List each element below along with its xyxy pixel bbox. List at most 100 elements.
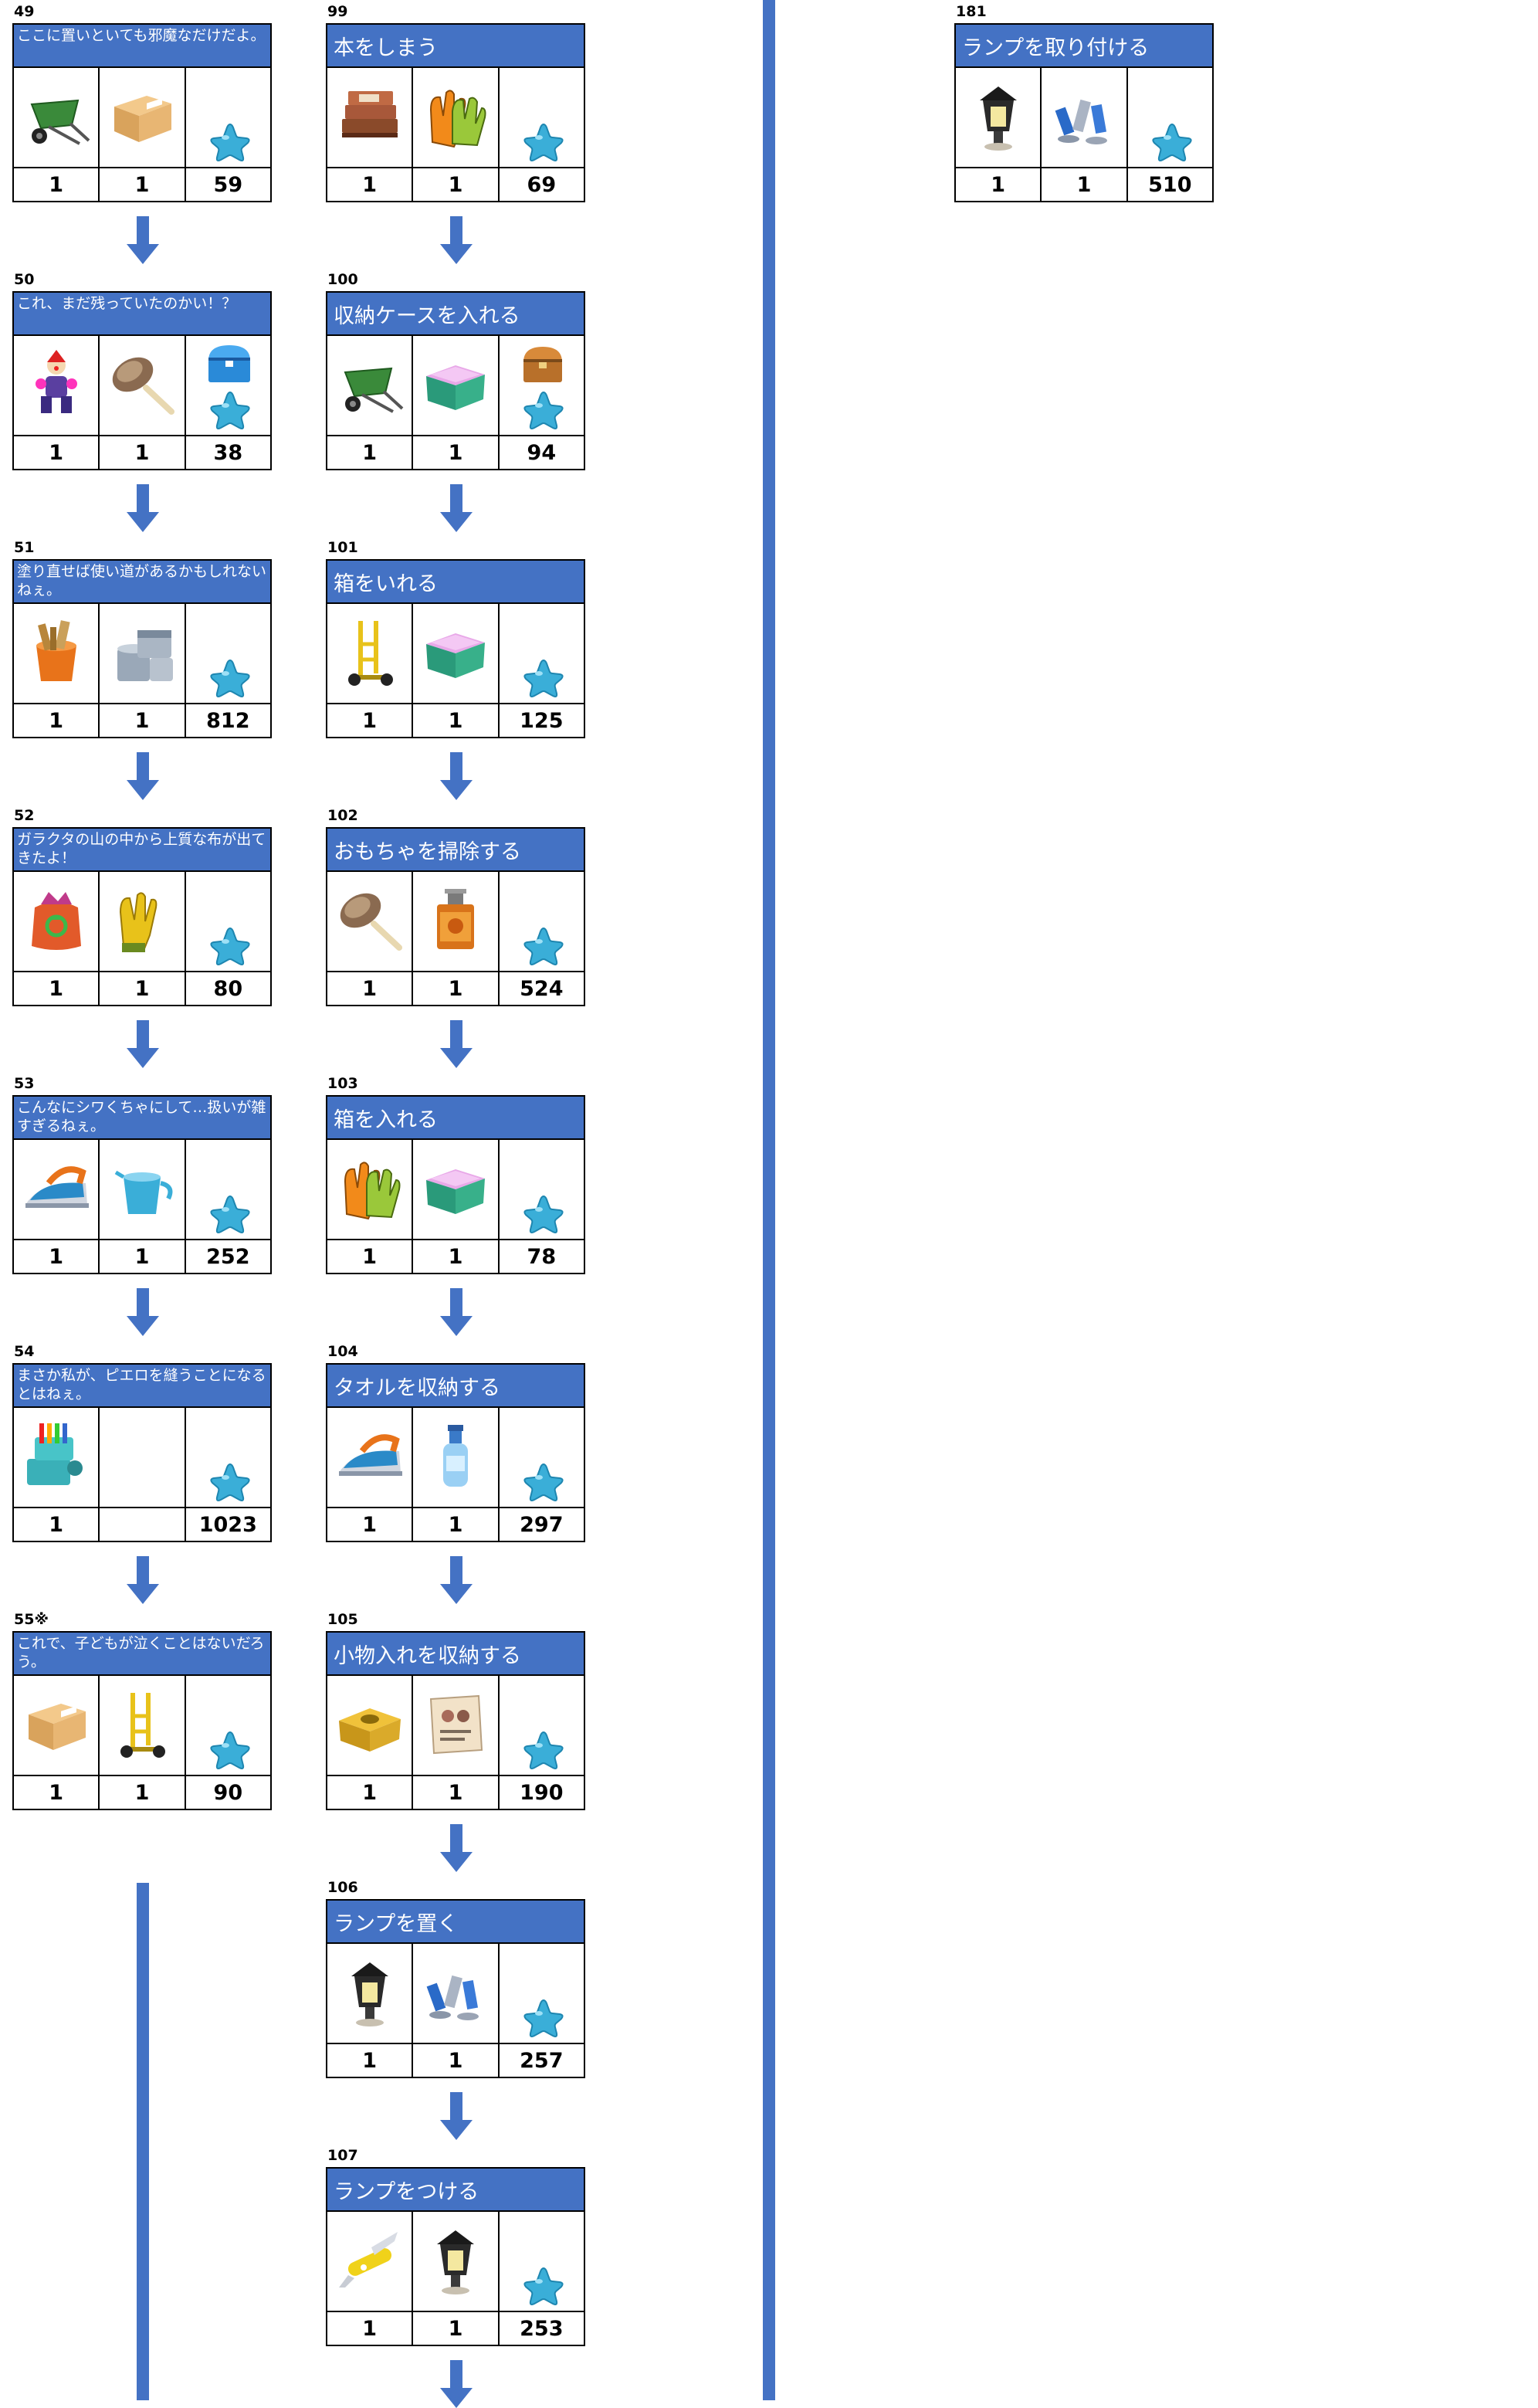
item-cell [100, 1676, 186, 1775]
reward-value: 78 [527, 1244, 557, 1269]
item-count: 1 [327, 1776, 414, 1809]
item-count: 1 [413, 436, 500, 469]
item-count: 1 [327, 436, 414, 469]
item-count: 1 [100, 1776, 186, 1809]
flow-arrow [127, 1556, 159, 1604]
wheelbarrow-icon [331, 345, 408, 426]
item-cell [100, 872, 186, 971]
hand-truck-icon [103, 1685, 181, 1765]
steam-iron-icon [18, 1149, 95, 1229]
reward-value: 190 [520, 1780, 564, 1805]
reward-value: 510 [1148, 172, 1192, 197]
star-icon [210, 927, 250, 965]
flow-arrow [440, 1288, 473, 1336]
item-cell [327, 68, 414, 167]
reward-cell [186, 604, 270, 703]
item-images-row [327, 1944, 584, 2044]
star-icon [523, 391, 564, 429]
screws-icon [1045, 77, 1123, 158]
item-cell [14, 1408, 100, 1507]
quest-title: これで、子どもが泣くことはないだろう。 [14, 1633, 270, 1676]
quest-number: 104 [327, 1343, 358, 1360]
screws-icon [417, 1953, 494, 2033]
item-count: 1 [413, 1508, 500, 1541]
reward-value: 59 [213, 172, 243, 197]
item-images-row [327, 1408, 584, 1508]
flow-arrow [440, 484, 473, 532]
quest-title: 塗り直せば使い道があるかもしれないねぇ。 [14, 561, 270, 604]
item-cell [14, 336, 100, 435]
item-cell [14, 1676, 100, 1775]
item-count: 1 [100, 1240, 186, 1273]
reward-value: 90 [213, 1780, 243, 1805]
item-cell [327, 604, 414, 703]
reward-cell [186, 1408, 270, 1507]
star-icon [523, 2267, 564, 2305]
flow-arrow [440, 216, 473, 264]
item-images-row [327, 872, 584, 972]
item-cell [14, 604, 100, 703]
item-cell [100, 68, 186, 167]
storage-case-icon [417, 613, 494, 694]
star-icon [210, 1463, 250, 1501]
reward-cell [500, 604, 584, 703]
reward-cell [500, 2212, 584, 2311]
item-cell [100, 1408, 186, 1507]
item-cell [956, 68, 1042, 167]
item-count: 1 [413, 1240, 500, 1273]
star-icon [1152, 123, 1192, 161]
item-count: 1 [100, 168, 186, 201]
star-icon [523, 1463, 564, 1501]
item-cell [14, 872, 100, 971]
wooden-treasure-chest-icon [523, 347, 562, 382]
reward-cell [186, 1676, 270, 1775]
reward-value: 524 [520, 976, 564, 1001]
item-cell [327, 872, 414, 971]
item-count: 1 [413, 168, 500, 201]
item-images-row [327, 1140, 584, 1240]
hand-truck-icon [331, 613, 408, 694]
reward-value: 69 [527, 172, 557, 197]
yellow-gloves-icon [103, 881, 181, 962]
item-count: 1 [100, 704, 186, 737]
quest-number: 51 [14, 539, 35, 556]
item-images-row [14, 872, 270, 972]
reward-value: 297 [520, 1512, 564, 1537]
quest-title: ここに置いといても邪魔なだけだよ。 [14, 25, 270, 68]
item-cell [413, 336, 500, 435]
reward-cell [500, 1140, 584, 1239]
item-images-row [14, 336, 270, 436]
item-cell [100, 1140, 186, 1239]
item-count: 1 [327, 972, 414, 1005]
clown-toy-icon [18, 345, 95, 426]
item-count: 1 [1042, 168, 1128, 201]
quest-title: 小物入れを収納する [327, 1633, 584, 1676]
blue-treasure-chest-icon [208, 345, 250, 382]
pocket-knife-icon [331, 2221, 408, 2301]
reward-value: 257 [520, 2048, 564, 2073]
item-count: 1 [327, 1240, 414, 1273]
flow-arrow [127, 1288, 159, 1336]
item-images-row [14, 1140, 270, 1240]
quest-number: 50 [14, 271, 35, 288]
quest-title: 本をしまう [327, 25, 584, 68]
item-count: 1 [100, 436, 186, 469]
lantern-icon [960, 77, 1037, 158]
lantern-icon [417, 2221, 494, 2301]
item-images-row [327, 68, 584, 168]
quest-number: 181 [956, 3, 987, 20]
flow-arrow [440, 2092, 473, 2140]
flow-arrow [127, 216, 159, 264]
